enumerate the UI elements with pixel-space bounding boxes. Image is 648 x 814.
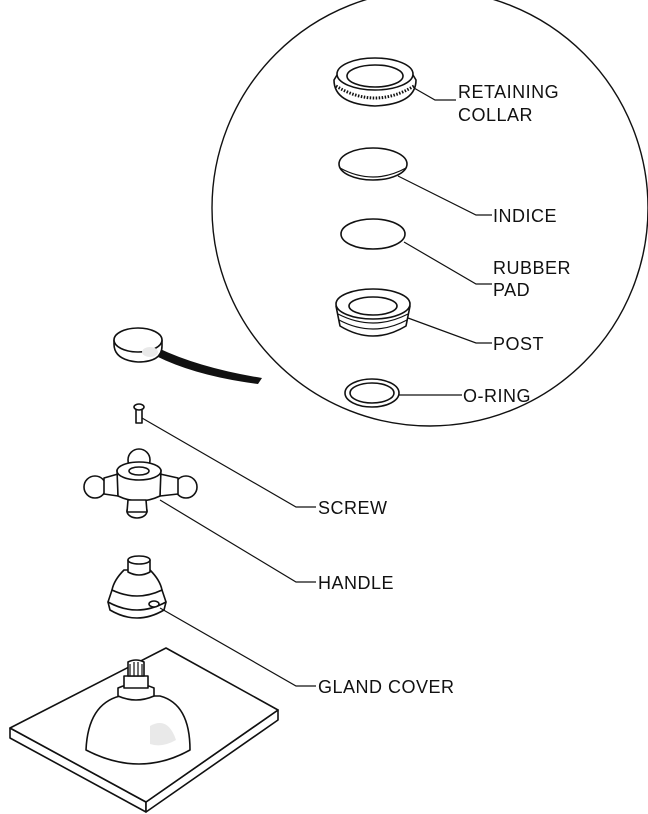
- label-post: POST: [493, 334, 544, 354]
- leader-gland-cover: [159, 607, 316, 687]
- leader-handle: [159, 499, 316, 583]
- base-plate: [9, 647, 279, 813]
- retaining-collar-part: [333, 57, 417, 107]
- screw-part: [133, 403, 145, 424]
- o-ring-part: [344, 378, 400, 408]
- leader-post: [407, 317, 492, 344]
- leader-lines: [141, 87, 492, 687]
- leader-indice: [397, 175, 492, 216]
- leader-retaining-collar: [413, 87, 456, 101]
- rubber-pad-part: [340, 218, 406, 250]
- label-handle: HANDLE: [318, 573, 394, 593]
- leader-rubber-pad: [403, 241, 492, 285]
- label-retaining-collar-line1: RETAINING: [458, 82, 559, 102]
- label-indice: INDICE: [493, 206, 557, 226]
- label-rubber-pad-line1: RUBBER: [493, 258, 571, 278]
- cap-assembly: [113, 327, 163, 363]
- indice-part: [338, 147, 408, 181]
- detail-circle-outline: [211, 0, 648, 427]
- label-gland-cover: GLAND COVER: [318, 677, 455, 697]
- post-part: [335, 288, 411, 337]
- handle-part: [83, 448, 198, 519]
- label-screw: SCREW: [318, 498, 388, 518]
- label-retaining-collar-line2: COLLAR: [458, 105, 533, 125]
- detail-wedge: [156, 348, 262, 384]
- gland-cover-part: [107, 555, 167, 619]
- leader-screw: [141, 417, 316, 508]
- label-rubber-pad-line2: PAD: [493, 280, 530, 300]
- label-o-ring: O-RING: [463, 386, 531, 406]
